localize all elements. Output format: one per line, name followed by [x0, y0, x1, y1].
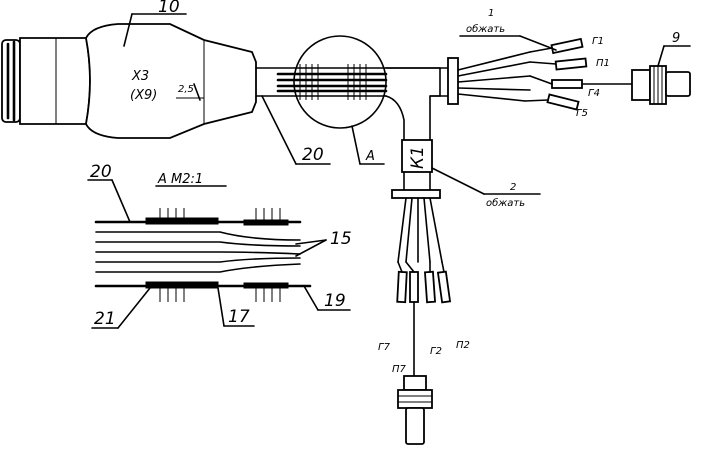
leader-a — [351, 125, 361, 165]
label-item-9: 9 — [672, 31, 680, 46]
lower-wires — [396, 197, 452, 377]
connector-x3 — [1, 23, 257, 139]
label-connector-x9: (Х9) — [130, 88, 157, 103]
label-detail-15: 15 — [330, 229, 352, 249]
label-g7: Г7 — [378, 342, 391, 353]
label-note-1-num: 1 — [488, 8, 494, 19]
leader-10 — [123, 13, 133, 47]
label-g1: Г1 — [592, 36, 604, 47]
label-connector-x3: Х3 — [131, 69, 149, 84]
label-p2: П2 — [456, 340, 470, 351]
right-wires — [457, 37, 633, 111]
note-1-leader — [519, 35, 557, 51]
label-callout-a: А — [365, 149, 375, 164]
label-k1: К1 — [408, 146, 428, 169]
label-note-2-num: 2 — [510, 182, 516, 193]
label-p7: П7 — [392, 364, 407, 375]
right-flange — [447, 57, 459, 105]
leader-20 — [261, 95, 297, 165]
connector-9 — [631, 65, 691, 105]
label-detail-17: 17 — [228, 307, 250, 327]
leader-9 — [657, 45, 665, 67]
main-cable — [255, 64, 441, 100]
label-note-1-text: обжать — [466, 23, 505, 35]
note-2-leader — [431, 167, 485, 195]
label-item-10: 10 — [158, 0, 180, 17]
label-g2: Г2 — [430, 346, 442, 357]
label-p1: П1 — [596, 58, 610, 69]
label-detail-21: 21 — [94, 309, 116, 329]
vertical-branch — [391, 139, 441, 199]
label-detail-19: 19 — [324, 291, 346, 311]
connector-p7 — [397, 375, 433, 445]
detail-view-a — [87, 179, 351, 329]
label-g5: Г5 — [576, 108, 588, 119]
detail-circle-a — [293, 35, 387, 129]
label-item-20: 20 — [302, 145, 324, 165]
label-note-2-text: обжать — [486, 197, 525, 209]
label-g4: Г4 — [588, 88, 600, 99]
t-junction — [385, 67, 449, 141]
label-detail-title: А М2:1 — [157, 172, 203, 187]
label-dim-2-5: 2,5 — [178, 84, 194, 95]
label-detail-20: 20 — [90, 162, 112, 182]
